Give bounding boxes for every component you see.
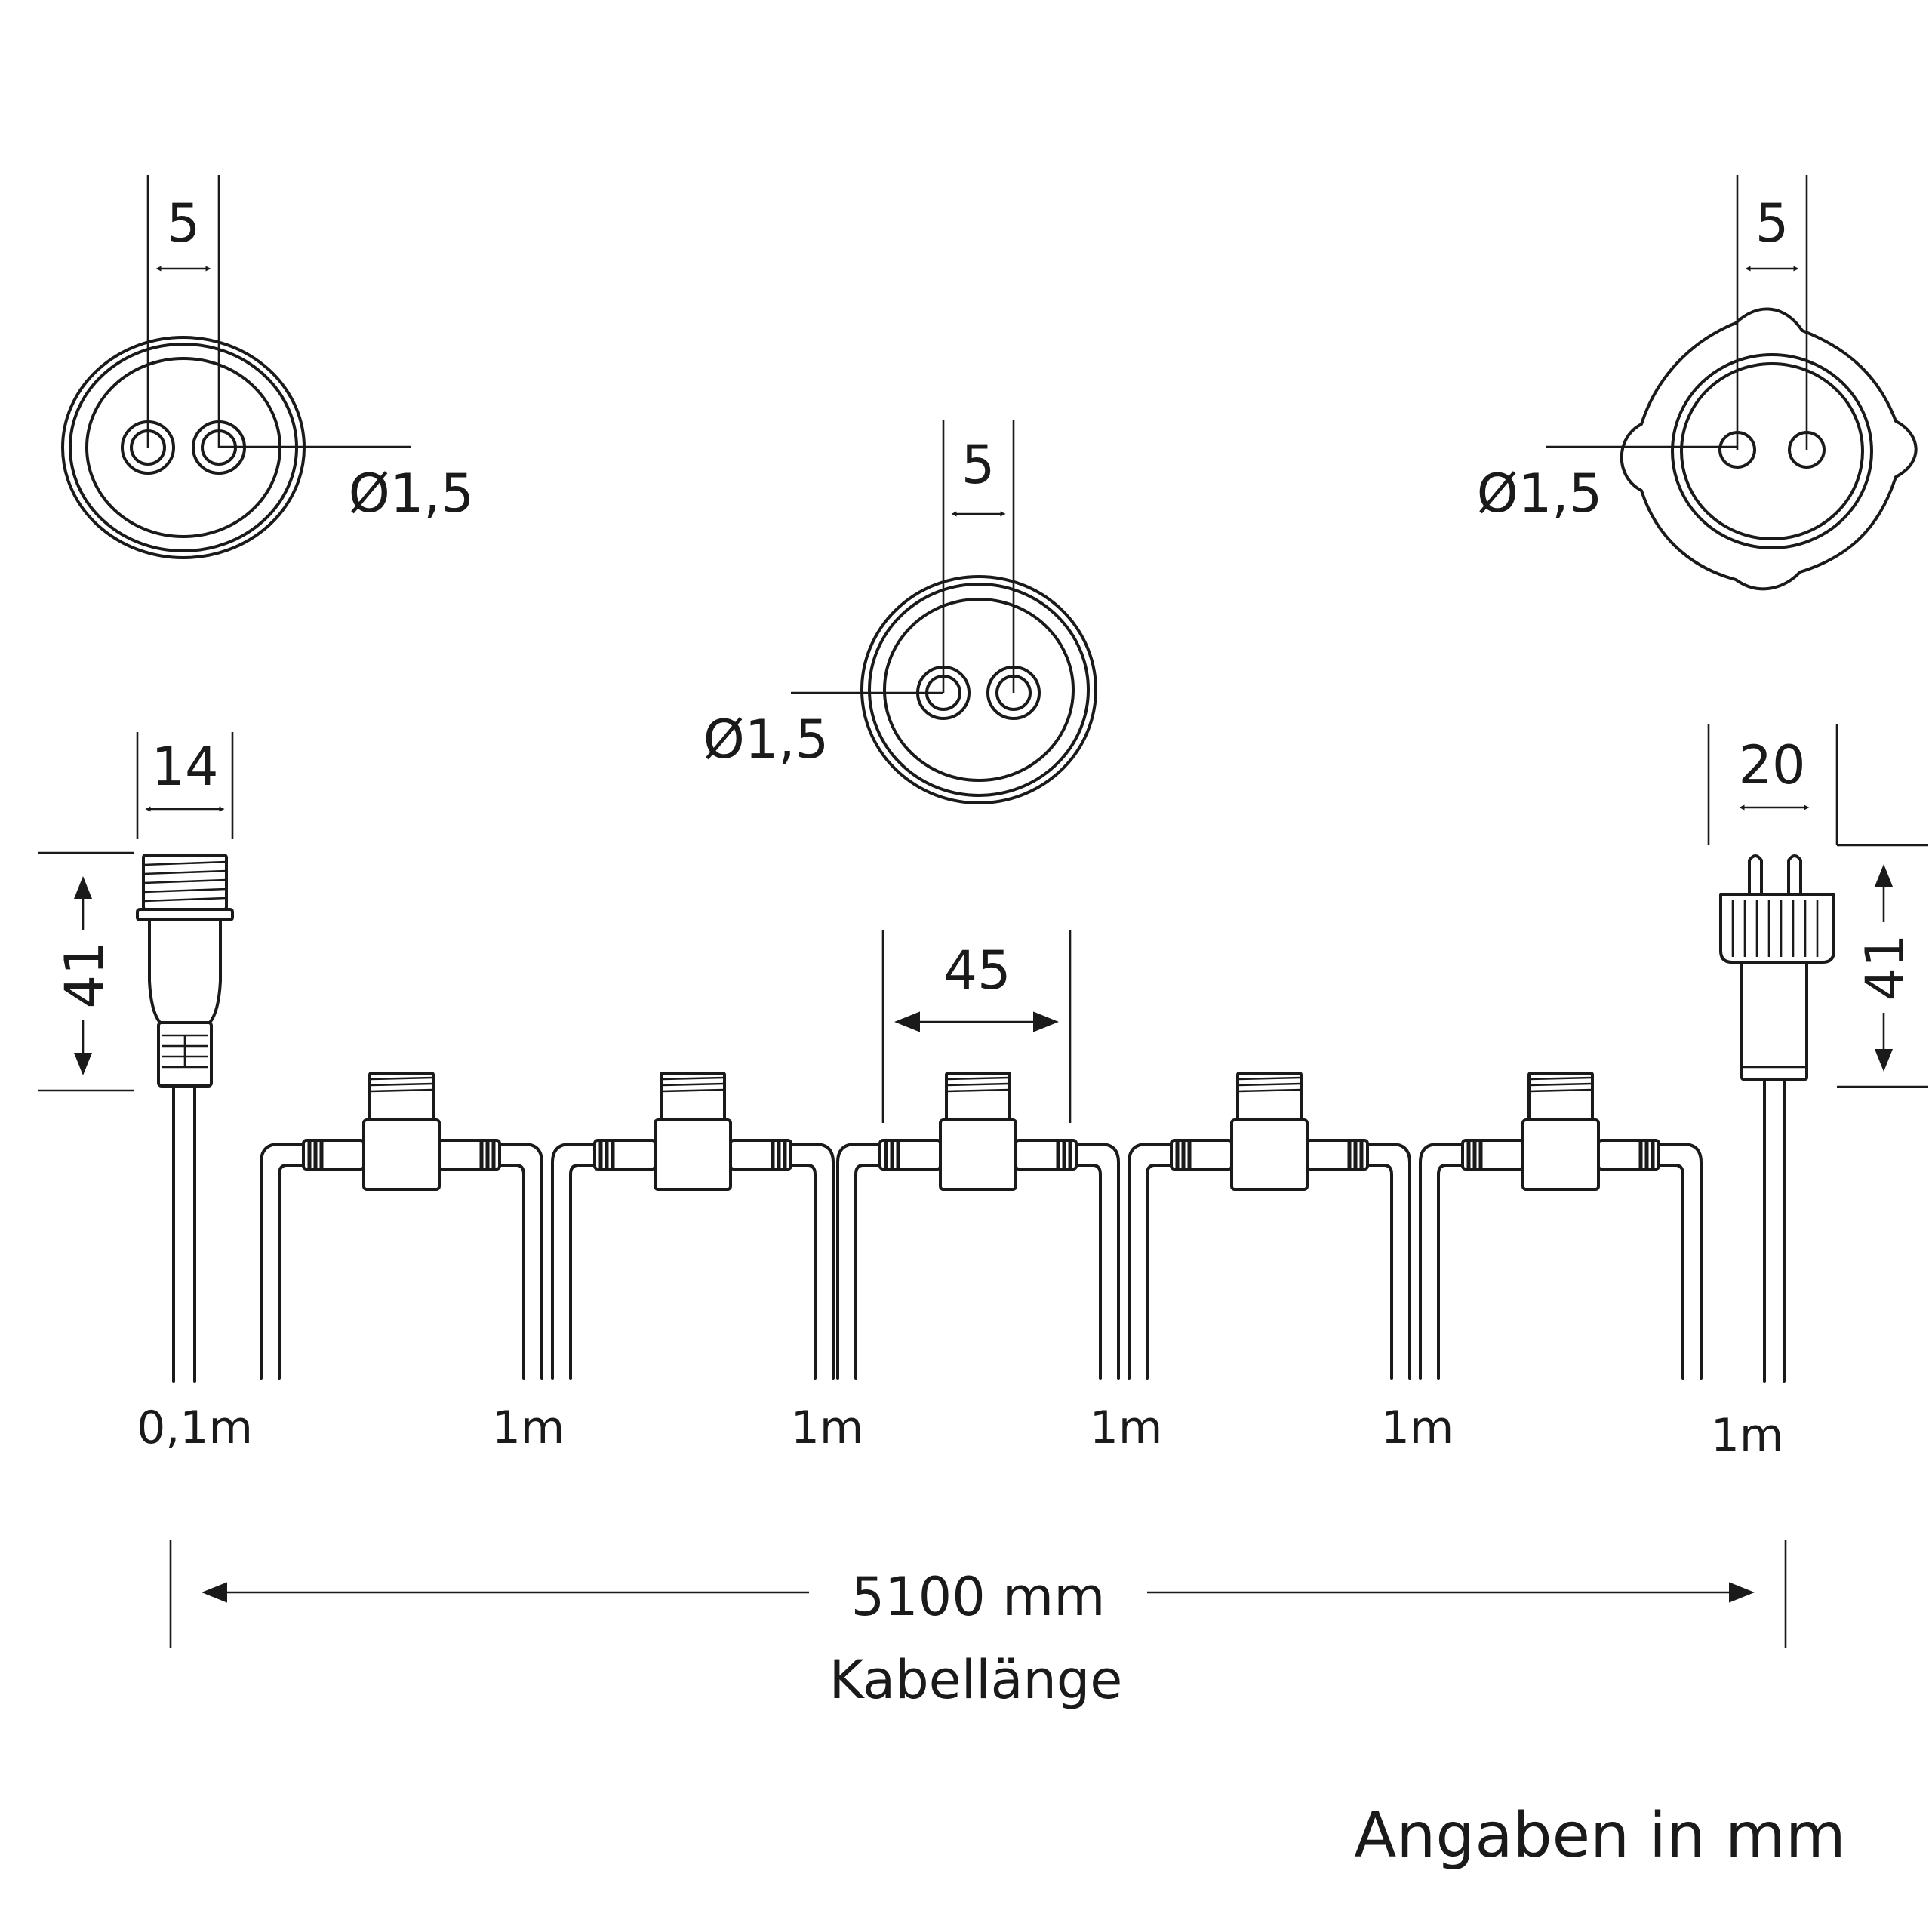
t-connector-3 bbox=[836, 1072, 1120, 1380]
t-stub bbox=[1236, 1072, 1303, 1121]
segment-label-5: 1m bbox=[1711, 1409, 1784, 1462]
t-sleeve-left bbox=[1461, 1139, 1524, 1171]
t-thread bbox=[1237, 1088, 1302, 1093]
t-thread bbox=[1528, 1082, 1593, 1087]
width-left-connector-label: 14 bbox=[151, 736, 218, 798]
t-thread bbox=[1237, 1076, 1302, 1081]
t-cable-left-inner bbox=[1437, 1164, 1464, 1380]
t-body bbox=[654, 1118, 732, 1191]
t-cable-left-outer bbox=[1128, 1143, 1173, 1380]
t-cable-right-inner bbox=[789, 1164, 817, 1380]
t-cable-right-inner bbox=[1366, 1164, 1393, 1380]
t-cable-left-inner bbox=[1146, 1164, 1173, 1380]
t-stub bbox=[945, 1072, 1011, 1121]
left-end-connector bbox=[38, 732, 234, 1383]
t-thread bbox=[369, 1088, 434, 1093]
t-connector-5 bbox=[1419, 1072, 1703, 1380]
t-sleeve-right bbox=[1597, 1139, 1660, 1171]
t-thread bbox=[369, 1082, 434, 1087]
total-length-dimension bbox=[169, 1540, 1787, 1648]
t-thread bbox=[1528, 1088, 1593, 1093]
t-thread bbox=[946, 1082, 1011, 1087]
t-sleeve-right bbox=[1306, 1139, 1369, 1171]
t-thread bbox=[660, 1076, 725, 1081]
t-stub bbox=[368, 1072, 435, 1121]
t-connector-2 bbox=[551, 1072, 835, 1380]
height-right-connector-label: 41 bbox=[1854, 934, 1916, 1001]
t-cable-right-inner bbox=[1075, 1164, 1102, 1380]
units-note: Angaben in mm bbox=[1354, 1800, 1845, 1872]
plug-face-right bbox=[1546, 175, 1918, 591]
t-thread bbox=[660, 1082, 725, 1087]
t-cable-right-outer bbox=[789, 1143, 835, 1380]
t-stub bbox=[1527, 1072, 1594, 1121]
t-cable-right-inner bbox=[498, 1164, 525, 1380]
t-cable-left-outer bbox=[260, 1143, 305, 1380]
t-sleeve-left bbox=[1170, 1139, 1233, 1171]
diameter-right-label: Ø1,5 bbox=[1477, 463, 1602, 525]
right-end-connector bbox=[1707, 724, 1928, 1383]
t-cable-left-outer bbox=[551, 1143, 596, 1380]
pin-spacing-left-label: 5 bbox=[167, 192, 201, 254]
height-left-connector-label: 41 bbox=[54, 941, 115, 1008]
t-cable-left-outer bbox=[1419, 1143, 1464, 1380]
height-left-label-mask bbox=[53, 930, 113, 1020]
t-connector-4 bbox=[1128, 1072, 1411, 1380]
t-stub bbox=[660, 1072, 726, 1121]
t-sleeve-left bbox=[302, 1139, 365, 1171]
t-sleeve-left bbox=[593, 1139, 657, 1171]
total-length-label: 5100 mm bbox=[851, 1566, 1106, 1628]
t-connector-width-dimension bbox=[881, 930, 1072, 1123]
pin-spacing-right-label: 5 bbox=[1755, 192, 1789, 254]
width-right-connector-label: 20 bbox=[1738, 734, 1805, 796]
t-cable-left-inner bbox=[569, 1164, 596, 1380]
t-sleeve-left bbox=[878, 1139, 942, 1171]
t-thread bbox=[946, 1088, 1011, 1093]
segment-label-4: 1m bbox=[1381, 1401, 1454, 1454]
socket-face-left bbox=[61, 175, 411, 559]
t-cable-left-outer bbox=[836, 1143, 881, 1380]
t-body bbox=[1230, 1118, 1309, 1191]
width-t-connector-label: 45 bbox=[943, 940, 1011, 1001]
t-thread bbox=[946, 1076, 1011, 1081]
t-sleeve-right bbox=[438, 1139, 501, 1171]
t-sleeve-right bbox=[1014, 1139, 1078, 1171]
pin-spacing-middle-label: 5 bbox=[961, 434, 995, 496]
t-body bbox=[362, 1118, 441, 1191]
total-length-caption: Kabellänge bbox=[829, 1649, 1123, 1711]
t-connector-1 bbox=[260, 1072, 543, 1380]
height-right-label-mask bbox=[1854, 922, 1914, 1013]
t-connector-group bbox=[260, 1072, 1703, 1380]
t-sleeve-right bbox=[729, 1139, 792, 1171]
t-body bbox=[939, 1118, 1017, 1191]
t-body bbox=[1521, 1118, 1600, 1191]
diameter-middle-label: Ø1,5 bbox=[703, 709, 829, 771]
t-cable-right-inner bbox=[1657, 1164, 1684, 1380]
diameter-left-label: Ø1,5 bbox=[349, 463, 474, 525]
segment-label-0: 0,1m bbox=[137, 1401, 253, 1454]
t-thread bbox=[369, 1076, 434, 1081]
segment-label-3: 1m bbox=[1090, 1401, 1163, 1454]
t-cable-left-inner bbox=[854, 1164, 881, 1380]
t-thread bbox=[1528, 1076, 1593, 1081]
t-thread bbox=[1237, 1082, 1302, 1087]
socket-face-middle bbox=[791, 420, 1097, 804]
segment-label-1: 1m bbox=[492, 1401, 565, 1454]
t-cable-right-outer bbox=[1366, 1143, 1411, 1380]
t-cable-left-inner bbox=[278, 1164, 305, 1380]
t-cable-right-outer bbox=[1075, 1143, 1120, 1380]
t-cable-right-outer bbox=[498, 1143, 543, 1380]
segment-label-2: 1m bbox=[791, 1401, 864, 1454]
t-cable-right-outer bbox=[1657, 1143, 1703, 1380]
t-thread bbox=[660, 1088, 725, 1093]
